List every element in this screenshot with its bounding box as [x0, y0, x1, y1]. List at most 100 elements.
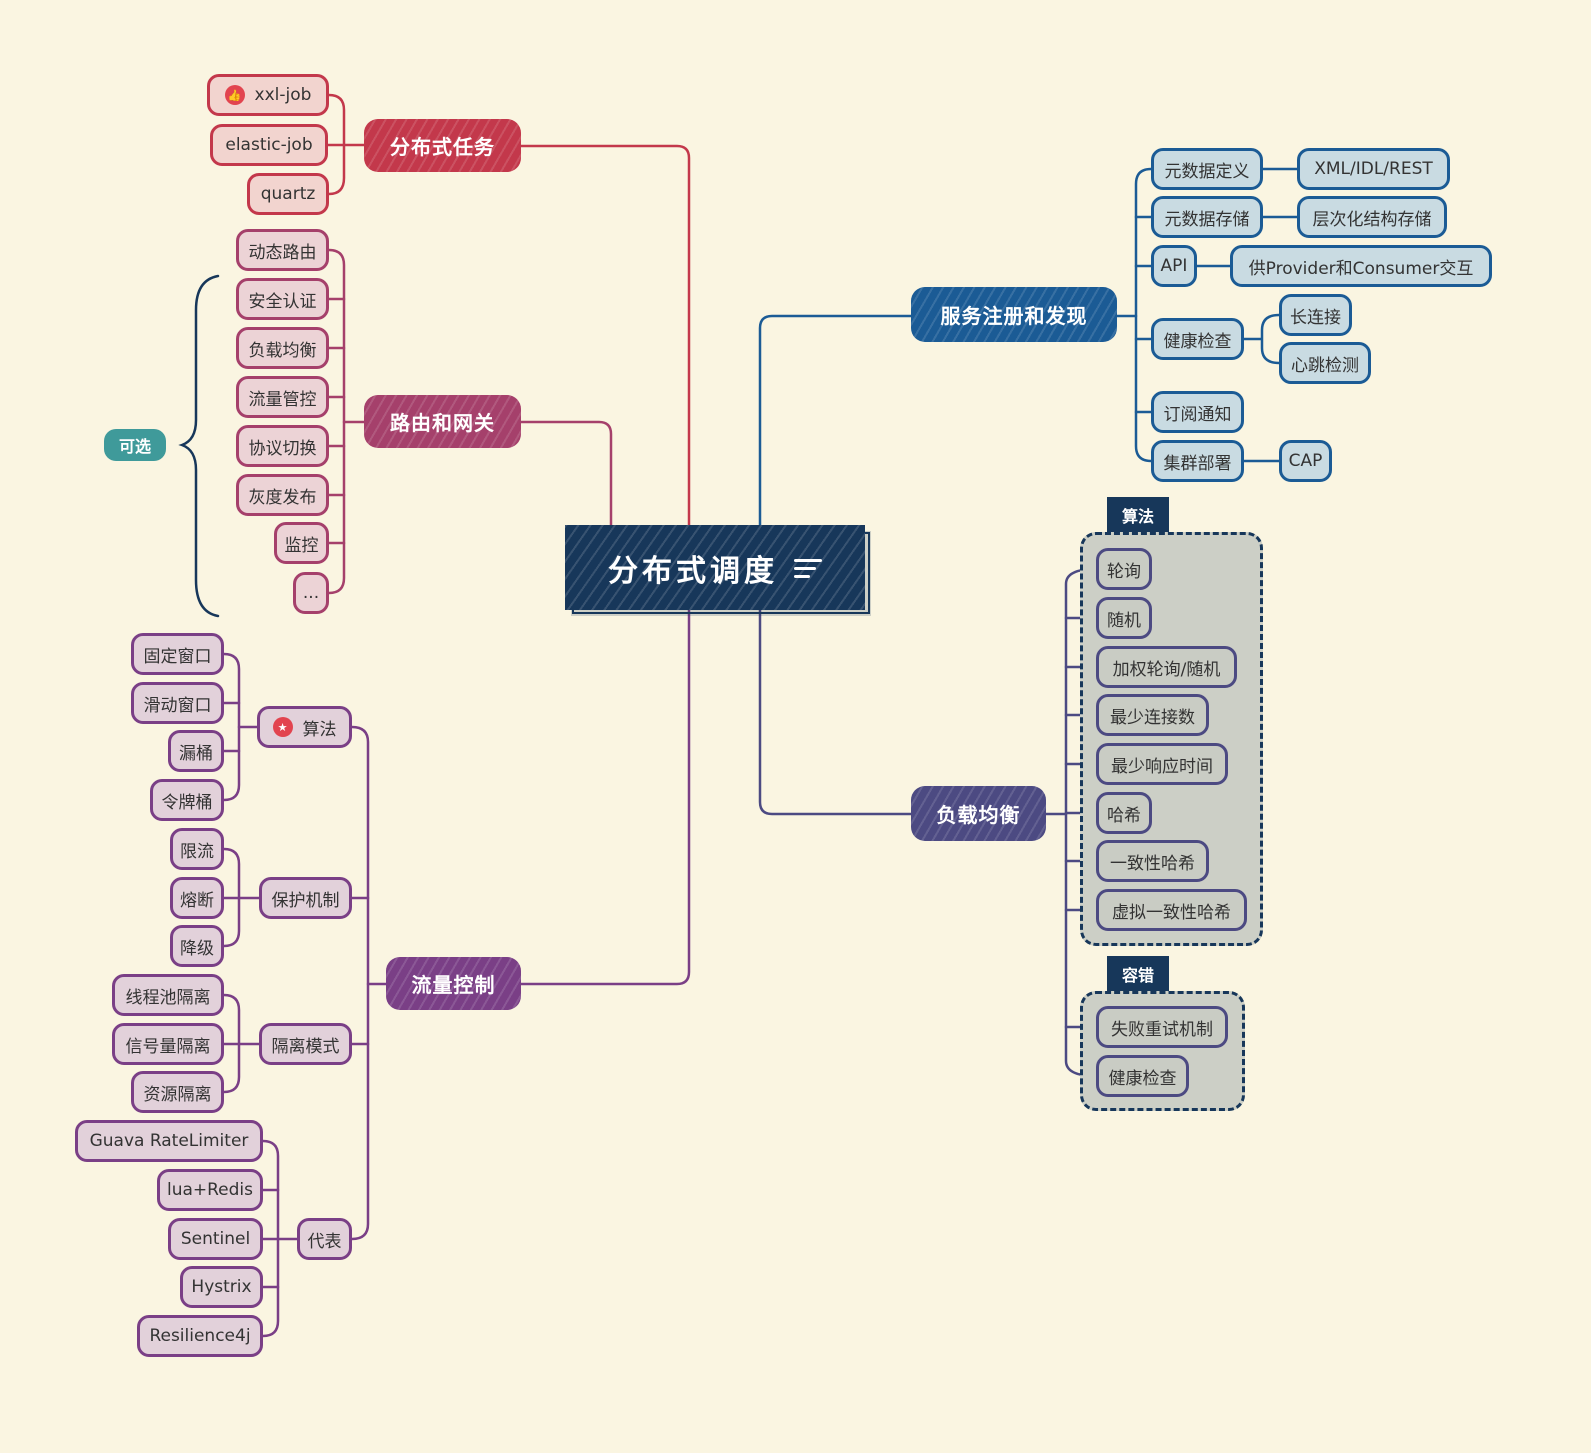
branch-gateway[interactable]: 路由和网关: [364, 395, 521, 448]
leaf-label: 令牌桶: [161, 792, 213, 813]
connector-health-children: [1242, 313, 1281, 365]
leaf-label: 最少响应时间: [1111, 756, 1213, 777]
leaf-traffic-control[interactable]: 流量管控: [236, 376, 329, 418]
leaf-label: 健康检查: [1108, 1068, 1177, 1089]
leaf-label: 负载均衡: [248, 340, 317, 361]
leaf-round-robin[interactable]: 轮询: [1096, 548, 1152, 590]
root-node[interactable]: 分布式调度: [565, 525, 865, 610]
algorithm-tag: 算法: [1107, 497, 1169, 532]
leaf-guava-ratelimiter[interactable]: Guava RateLimiter: [75, 1120, 263, 1162]
branch-label: 分布式任务: [390, 135, 495, 159]
leaf-label: Sentinel: [180, 1229, 251, 1249]
leaf-security-auth[interactable]: 安全认证: [236, 278, 329, 320]
connector-root-flow: [519, 608, 691, 986]
leaf-rate-limit[interactable]: 限流: [170, 828, 224, 870]
leaf-monitoring[interactable]: 监控: [274, 522, 329, 564]
leaf-hash[interactable]: 哈希: [1096, 792, 1152, 834]
branch-load-balance[interactable]: 负载均衡: [911, 786, 1046, 841]
leaf-hierarchical-store[interactable]: 层次化结构存储: [1297, 196, 1447, 238]
branch-service-registry[interactable]: 服务注册和发现: [911, 287, 1117, 342]
leaf-label: 固定窗口: [143, 646, 212, 667]
leaf-label: 失败重试机制: [1111, 1019, 1213, 1040]
leaf-label: 滑动窗口: [143, 695, 212, 716]
branch-distributed-task[interactable]: 分布式任务: [364, 119, 521, 172]
leaf-label: elastic-job: [225, 135, 313, 155]
leaf-label: xxl-job: [254, 85, 312, 105]
leaf-xxl-job[interactable]: 👍 xxl-job: [207, 74, 329, 116]
leaf-thread-pool-isolation[interactable]: 线程池隔离: [112, 974, 224, 1016]
leaf-circuit-break[interactable]: 熔断: [170, 877, 224, 919]
leaf-heartbeat[interactable]: 心跳检测: [1279, 342, 1371, 384]
group-label: 保护机制: [271, 890, 340, 911]
group-label: 隔离模式: [271, 1036, 340, 1057]
leaf-retry[interactable]: 失败重试机制: [1096, 1006, 1228, 1048]
leaf-health-check[interactable]: 健康检查: [1151, 318, 1244, 360]
group-isolation[interactable]: 隔离模式: [259, 1023, 352, 1065]
leaf-label: 漏桶: [179, 743, 213, 764]
group-protection[interactable]: 保护机制: [259, 877, 352, 919]
leaf-label: 限流: [180, 841, 214, 862]
leaf-leaky-bucket[interactable]: 漏桶: [168, 730, 224, 772]
leaf-quartz[interactable]: quartz: [247, 173, 329, 215]
leaf-consistent-hash[interactable]: 一致性哈希: [1096, 840, 1209, 882]
group-representatives[interactable]: 代表: [297, 1218, 352, 1260]
leaf-label: ...: [302, 583, 320, 603]
leaf-label: 动态路由: [248, 242, 317, 263]
leaf-resilience4j[interactable]: Resilience4j: [137, 1315, 263, 1357]
leaf-weighted[interactable]: 加权轮询/随机: [1096, 646, 1237, 688]
leaf-label: 元数据存储: [1164, 209, 1250, 230]
leaf-label: 层次化结构存储: [1312, 209, 1432, 230]
leaf-label: 信号量隔离: [125, 1036, 211, 1057]
leaf-least-response[interactable]: 最少响应时间: [1096, 743, 1228, 785]
branch-flow-control[interactable]: 流量控制: [386, 957, 521, 1010]
leaf-load-balance[interactable]: 负载均衡: [236, 327, 329, 369]
leaf-token-bucket[interactable]: 令牌桶: [150, 779, 224, 821]
leaf-lb-health-check[interactable]: 健康检查: [1096, 1055, 1189, 1097]
leaf-provider-consumer[interactable]: 供Provider和Consumer交互: [1230, 245, 1492, 287]
leaf-metadata-define[interactable]: 元数据定义: [1151, 148, 1263, 190]
leaf-xml-idl-rest[interactable]: XML/IDL/REST: [1297, 148, 1450, 190]
leaf-metadata-store[interactable]: 元数据存储: [1151, 196, 1263, 238]
leaf-long-connection[interactable]: 长连接: [1279, 294, 1352, 336]
connector-algo-leaf: [222, 701, 259, 753]
connector-registry-child: [1195, 167, 1299, 463]
leaf-label: API: [1160, 256, 1188, 276]
optional-brace: [178, 274, 220, 618]
connector-root-gateway: [519, 420, 613, 527]
menu-icon: [794, 557, 822, 579]
leaf-label: 最少连接数: [1110, 707, 1195, 728]
leaf-label: 加权轮询/随机: [1112, 659, 1221, 680]
leaf-fixed-window[interactable]: 固定窗口: [131, 633, 224, 675]
leaf-lua-redis[interactable]: lua+Redis: [157, 1169, 263, 1211]
leaf-label: lua+Redis: [166, 1180, 254, 1200]
leaf-api[interactable]: API: [1151, 245, 1197, 287]
leaf-label: XML/IDL/REST: [1314, 159, 1433, 179]
leaf-label: 降级: [180, 938, 214, 959]
leaf-protocol-switch[interactable]: 协议切换: [236, 425, 329, 467]
leaf-more[interactable]: ...: [293, 572, 329, 614]
leaf-elastic-job[interactable]: elastic-job: [210, 124, 328, 166]
leaf-virtual-consistent-hash[interactable]: 虚拟一致性哈希: [1096, 889, 1247, 931]
leaf-least-connections[interactable]: 最少连接数: [1096, 694, 1209, 736]
leaf-hystrix[interactable]: Hystrix: [180, 1266, 263, 1308]
leaf-label: 供Provider和Consumer交互: [1248, 258, 1474, 279]
leaf-cluster-deploy[interactable]: 集群部署: [1151, 440, 1244, 482]
leaf-dynamic-route[interactable]: 动态路由: [236, 229, 329, 271]
leaf-label: 监控: [284, 535, 319, 556]
leaf-sentinel[interactable]: Sentinel: [168, 1218, 263, 1260]
leaf-subscribe-notify[interactable]: 订阅通知: [1151, 391, 1244, 433]
leaf-random[interactable]: 随机: [1096, 597, 1152, 639]
leaf-label: 集群部署: [1163, 453, 1232, 474]
leaf-cap[interactable]: CAP: [1279, 440, 1332, 482]
leaf-resource-isolation[interactable]: 资源隔离: [131, 1071, 224, 1113]
leaf-sliding-window[interactable]: 滑动窗口: [131, 682, 224, 724]
leaf-label: 熔断: [180, 890, 214, 911]
leaf-gray-release[interactable]: 灰度发布: [236, 474, 329, 516]
connector-flow-bracket: [350, 725, 370, 1241]
leaf-semaphore-isolation[interactable]: 信号量隔离: [112, 1023, 224, 1065]
group-algorithm[interactable]: ★ 算法: [257, 706, 352, 748]
leaf-label: 长连接: [1290, 307, 1341, 328]
leaf-degrade[interactable]: 降级: [170, 925, 224, 967]
leaf-label: 健康检查: [1163, 331, 1232, 352]
